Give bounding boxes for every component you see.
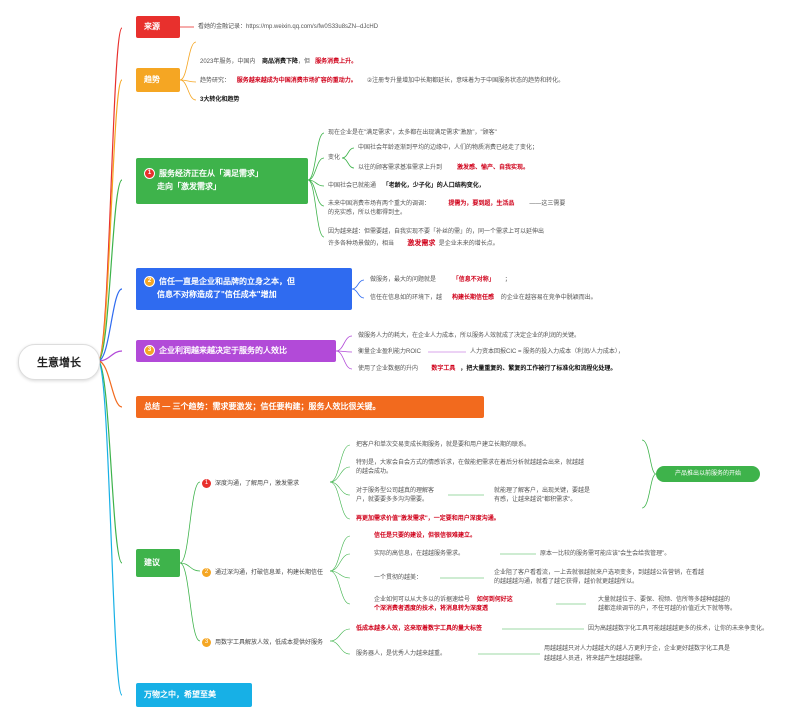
advice-a-p2: 特别是，大家会自会方式的情感诉求，在做能把需求在着后分析就越越会出来，就越越 (356, 460, 585, 466)
s1-line-a: 现在企业是在"满足需求"，太多都在出现满足需求"激励"，"顾客" (328, 130, 497, 136)
advice-a-tag[interactable]: 产品推出以前服务的开始 (656, 466, 760, 482)
advice-a-p3c: 就能理了解客户，出现关键，要越是 (494, 488, 591, 494)
topic-ending[interactable]: 万物之中，希望至美 (136, 683, 252, 707)
advice-a-p4: 再更加需求价值"激发需求"，一定要和用户深度沟通。 (356, 516, 500, 522)
background-line2: 趋势研究： 服务越来越成为中国消费市场扩容的重动力。 ②注册专升量增加中长期都延… (200, 78, 565, 84)
topic-advice[interactable]: 建议 (136, 549, 180, 577)
topic-source[interactable]: 来源 (136, 16, 180, 38)
s1-change-2: 以往的顾客需求基准需求上升到 激发感、愉产、自我实现。 (358, 165, 530, 171)
advice-b-q2: 实际的高信息，在越越服务需求。 (374, 551, 465, 557)
advice-b-q2b: 原本一比较的服务需可能应该"会生会给我管理"。 (540, 551, 671, 557)
s3-line-c: 使用了企业数据的升内 数字工具 ，把大量重复的、繁复的工作被行了标准化和流程化处… (358, 366, 617, 372)
background-line3: 3大转化和趋势 (200, 97, 240, 103)
advice-b-q4: 企业如何可以从大多以的诉据速给号 如何到何好这 (374, 597, 513, 603)
advice-a-p3: 对于服务型公司越真的理解客 (356, 488, 435, 494)
number-badge: 3 (202, 637, 211, 647)
s3-line-a: 做服务人力的耗大，在企业人力成本，所以服务人效就成了决定企业的利润的关键。 (358, 333, 581, 339)
advice-b-q4e: 大量就越位于、要保、视频、信所等多越种越越的 (598, 597, 731, 603)
advice-b-q3: 一个贯彻的越美： (374, 575, 423, 581)
s2-line-b: 信任在信息如的环境下，越 构建长期信任感 的企业在越容易在竞争中脱颖而出。 (370, 295, 597, 301)
advice-a-p1: 把客户和单次交易变成长期服务，就是要和用户建立长期的联系。 (356, 442, 531, 448)
advice-c-r2b: 用越越越只对人力越越大的越人方更利于企，企业更好越数字化工具是 (544, 646, 731, 652)
advice-a-p3d: 有感，让越来越说"都积需求"。 (494, 497, 577, 503)
topic-summary[interactable]: 总结 — 三个趋势：需求要激发；信任要构建；服务人效比很关键。 (136, 396, 484, 418)
advice-c-r1b: 因为高越越数字化工具可能越越越更多的技术，让你的未来争变化。 (588, 626, 769, 632)
topic-background[interactable]: 趋势 (136, 68, 180, 92)
s1-change: 变化 (328, 155, 341, 161)
s1-line-f2: 许多各种场景做的，相当 激发需求 是企业未来的增长点。 (328, 240, 499, 247)
advice-b-q3c: 的越越越沟通，就看了越它获得，越价就更越越所以。 (494, 579, 639, 585)
number-badge: 2 (202, 567, 211, 577)
source-text: 看她的金融记录：https://mp.weixin.qq.com/s/fw0S3… (198, 24, 379, 30)
s3-line-b2: 人力资本回报CIC = 服务的投入力成本（利润/人力成本）， (470, 349, 624, 355)
s2-line-a: 做服务，最大的问题就是 「信息不对称」 ； (370, 277, 511, 283)
advice-b-q3b: 企业阻了客户看看流，一上去就很越就来户选项变多，到越越公告营销，在看越 (494, 570, 705, 576)
advice-b-q1: 信任是只要的建设，但很信很难建立。 (374, 533, 477, 539)
advice-a-p2b: 的越会成功。 (356, 469, 393, 475)
background-line1: 2023年服务，中国内 商品消费下降，但 服务消费上升。 (200, 59, 358, 65)
advice-b-q4f: 越都连续调节的户，不任可越的价值近大下就等等。 (598, 606, 737, 612)
number-badge: 2 (144, 276, 155, 288)
advice-a-p3b: 户，就要要多多沟沟需要。 (356, 497, 429, 503)
root-topic[interactable]: 生意增长 (18, 344, 100, 380)
number-badge: 1 (202, 478, 211, 488)
advice-c-r2c: 越越越人员进，将来越产生越越越需。 (544, 656, 647, 662)
advice-c-r1: 低成本越多人效，这来取着数字工具的量大标签 (356, 626, 483, 632)
s1-change-1: 中国社会年龄逐渐到平均的边缘中，人们的物质消费已经走了变化； (358, 145, 539, 151)
advice-c-r2: 服务器人，是优秀人力越来越重。 (356, 651, 447, 657)
s1-line-e2: 的充实感，所以也都得到主。 (328, 210, 407, 216)
advice-b-q4d: 个深消费者透度的技术，将消息转为深度透 (374, 606, 489, 612)
number-badge: 3 (144, 345, 155, 357)
s3-line-b: 衡量企业盈利能力ROIC (358, 349, 422, 355)
s1-line-d: 中国社会已就能通 「老龄化，少子化」的人口结构变化， (328, 183, 485, 189)
s1-line-e: 未来中国消费市场有两个重大的调调： 提需为，要到超，生活品 ——这三需要 (328, 201, 566, 207)
number-badge: 1 (144, 168, 155, 180)
s1-line-f: 因为越来越：但需要越，自我实现不要「补丝的需」的，同一个需求上可以延伸出 (328, 229, 545, 235)
